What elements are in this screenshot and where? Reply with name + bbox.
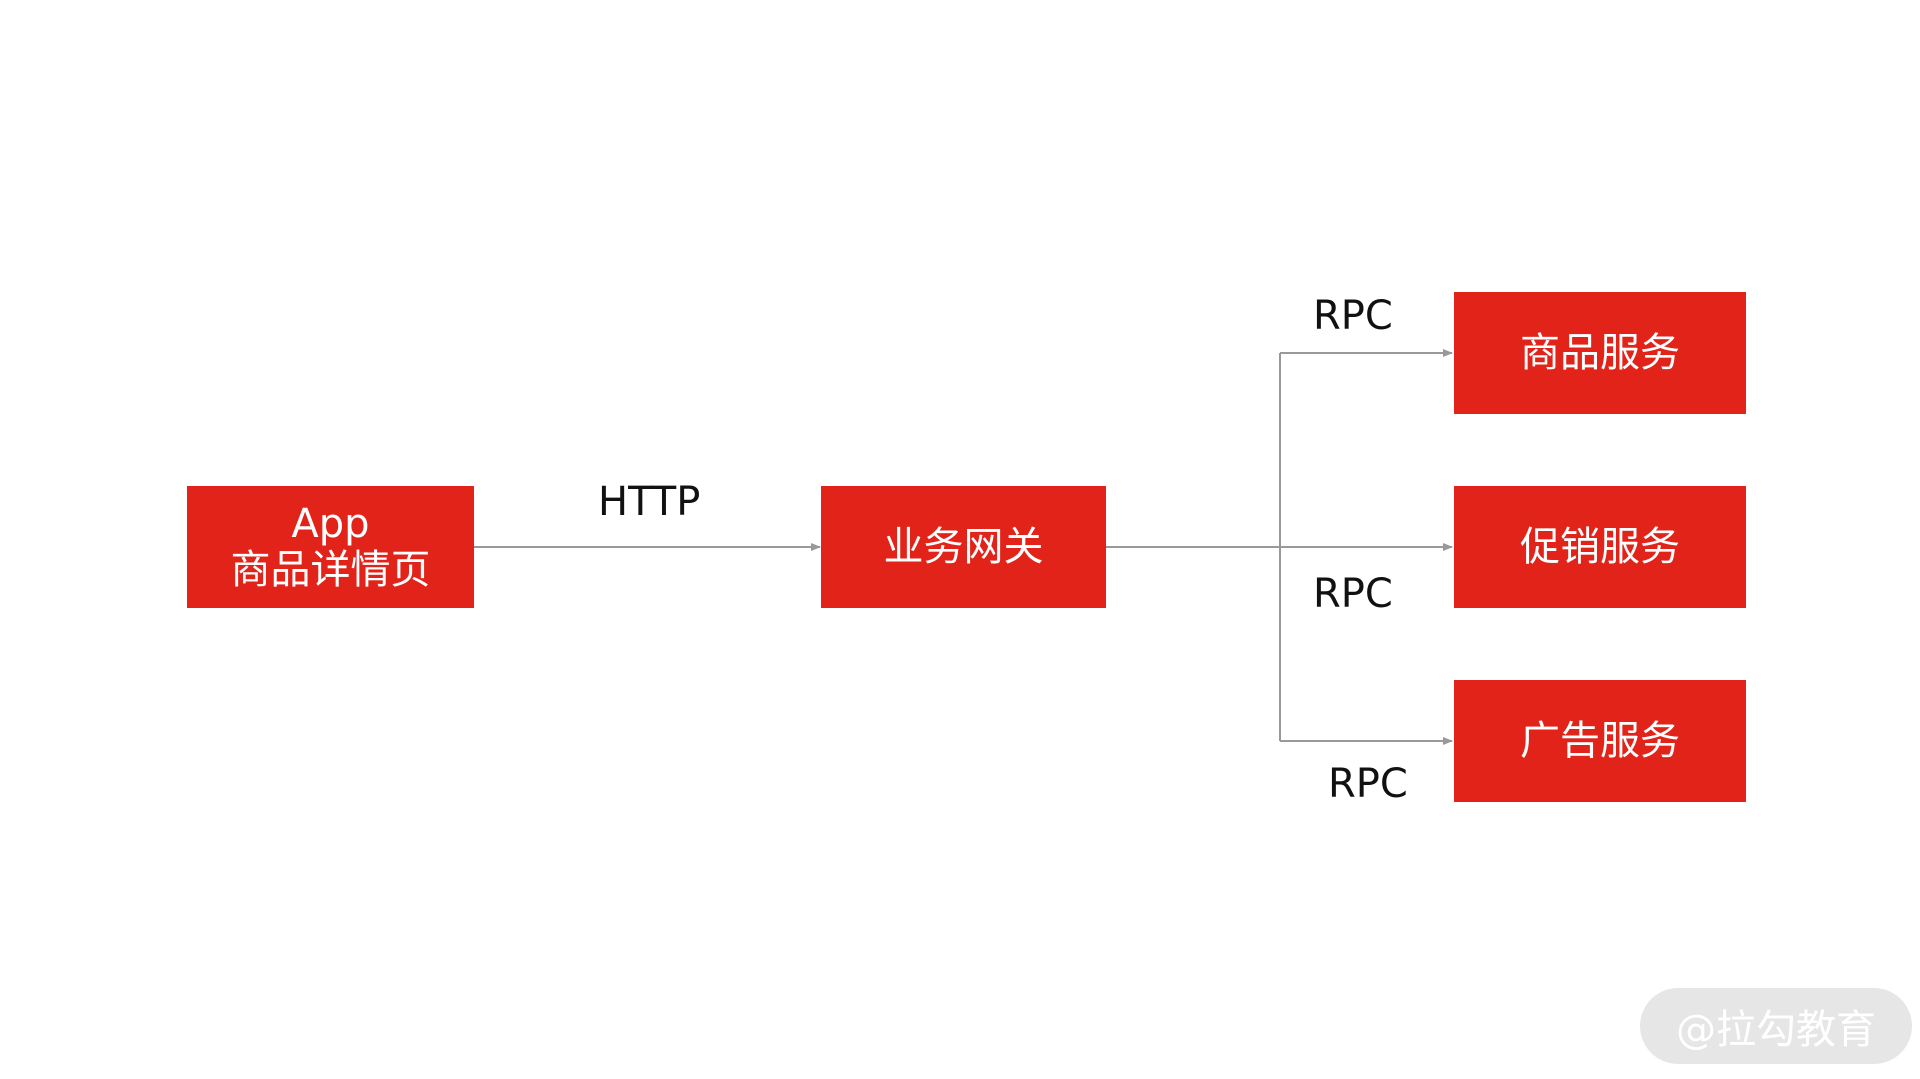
edge-label-rpc-product: RPC <box>1313 293 1393 339</box>
node-ad-service: 广告服务 <box>1454 680 1746 802</box>
node-product-service: 商品服务 <box>1454 292 1746 414</box>
node-app-line2: 商品详情页 <box>230 547 431 593</box>
node-ad-service-label: 广告服务 <box>1520 718 1680 764</box>
node-promotion-service-label: 促销服务 <box>1520 524 1680 570</box>
watermark-text: @拉勾教育 <box>1676 1007 1876 1053</box>
edge-label-rpc-promotion: RPC <box>1313 571 1393 617</box>
edge-label-http: HTTP <box>598 479 701 525</box>
node-gateway-label: 业务网关 <box>883 524 1044 570</box>
watermark-badge: @拉勾教育 <box>1640 988 1912 1064</box>
node-product-service-label: 商品服务 <box>1520 330 1680 376</box>
node-app-product-detail: App 商品详情页 <box>187 486 474 608</box>
edge-label-rpc-ad: RPC <box>1328 761 1408 807</box>
node-app-line1: App <box>291 501 370 547</box>
node-business-gateway: 业务网关 <box>821 486 1106 608</box>
node-promotion-service: 促销服务 <box>1454 486 1746 608</box>
